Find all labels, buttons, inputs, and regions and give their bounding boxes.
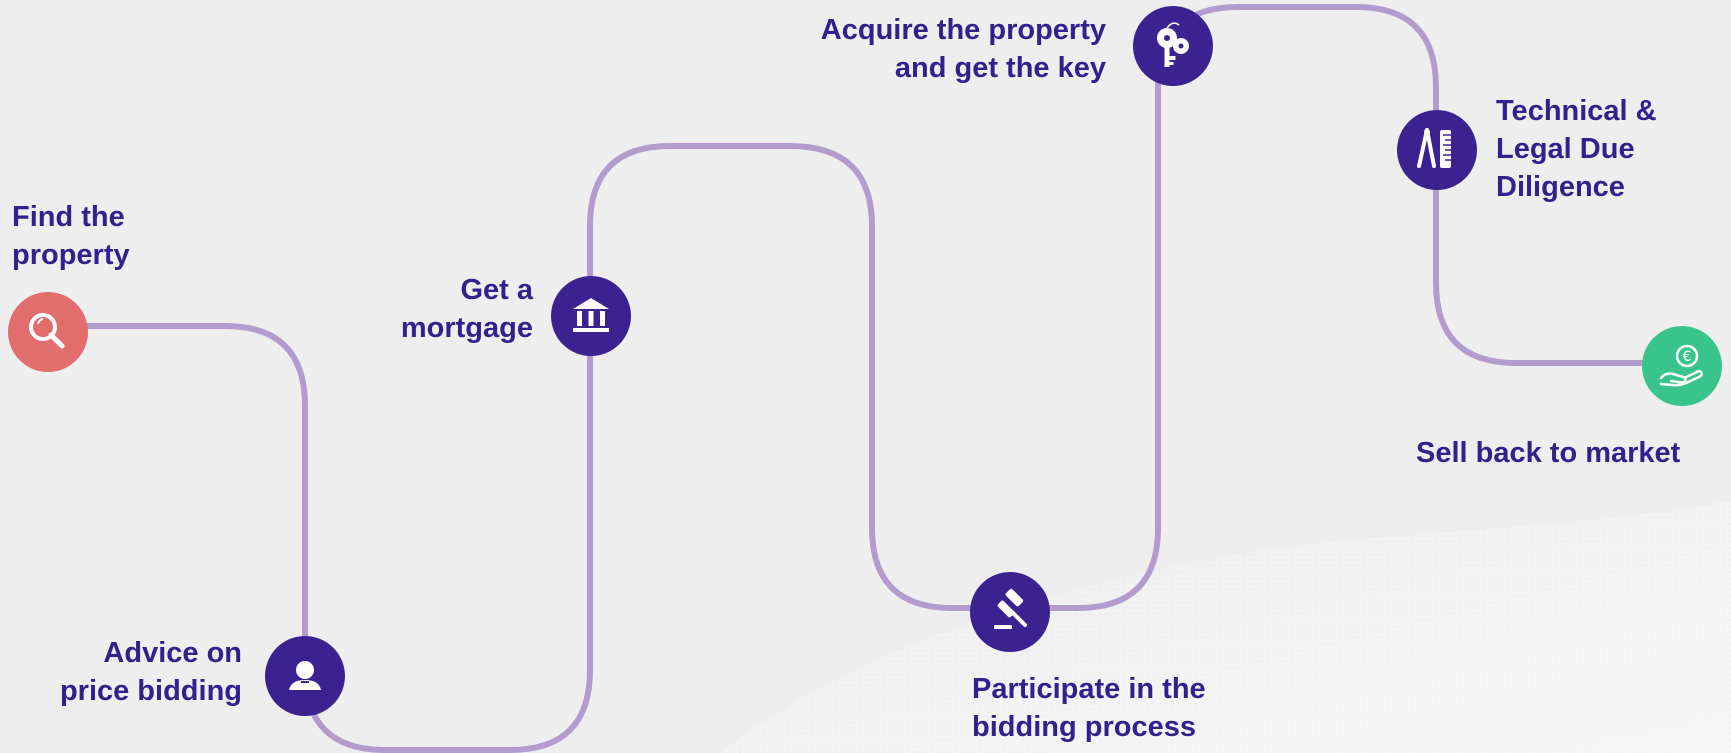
gavel-icon (970, 572, 1050, 652)
step-label: Get a mortgage (280, 271, 533, 347)
step-label-line: Legal Due (1496, 133, 1635, 165)
svg-text:€: € (1683, 349, 1692, 365)
step-label: Sell back to market (1416, 434, 1680, 472)
step-label-line: Find the (12, 201, 125, 233)
step-label-line: Diligence (1496, 171, 1625, 203)
step-label-line: Technical & (1496, 95, 1657, 127)
step-label-line: bidding process (972, 711, 1196, 743)
measurement-tools-icon (1397, 110, 1477, 190)
step-label: Find the property (12, 198, 130, 274)
bank-icon (551, 276, 631, 356)
step-label: Acquire the property and get the key (740, 11, 1106, 87)
step-label-line: Get a (460, 274, 533, 306)
step-label: Advice on price bidding (8, 634, 242, 710)
step-label-line: property (12, 239, 130, 271)
step-label-line: Participate in the (972, 673, 1206, 705)
step-label-line: and get the key (894, 52, 1106, 84)
step-label-line: Acquire the property (820, 14, 1106, 46)
step-label: Technical & Legal Due Diligence (1496, 92, 1657, 206)
step-label-line: Sell back to market (1416, 437, 1681, 469)
advisor-icon (265, 636, 345, 716)
path-connector (45, 4, 1686, 753)
step-label-line: mortgage (400, 312, 533, 344)
step-label-line: Advice on (103, 637, 242, 669)
euro-hand-icon: € (1642, 326, 1722, 406)
key-icon (1133, 6, 1213, 86)
search-icon (8, 292, 88, 372)
step-label: Participate in the bidding process (972, 670, 1206, 746)
step-label-line: price bidding (59, 675, 242, 707)
